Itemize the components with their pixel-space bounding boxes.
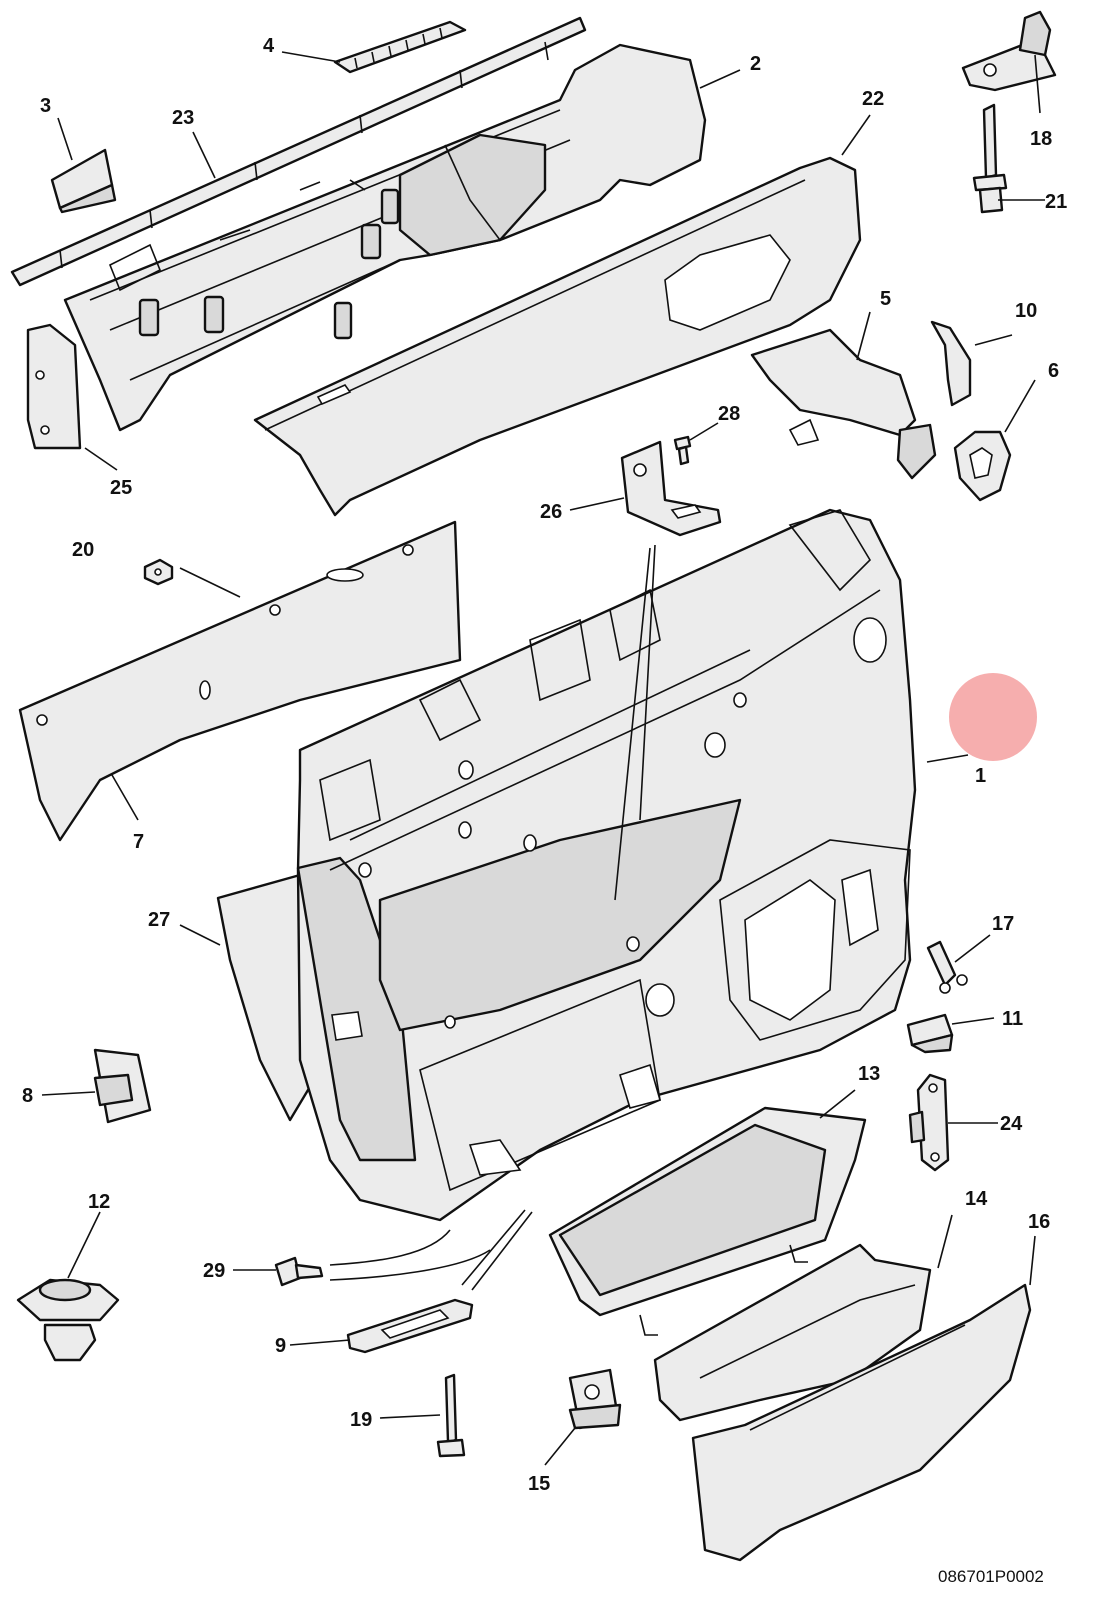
callout-18: 18 <box>1030 128 1052 150</box>
callout-28: 28 <box>718 403 740 425</box>
callout-13: 13 <box>858 1063 880 1085</box>
part-7-inner-panel-insulation <box>18 520 462 842</box>
highlight-marker <box>949 673 1037 761</box>
part-8-bracket-clip <box>93 1048 152 1124</box>
part-16-pocket-cover <box>691 1283 1032 1562</box>
part-1-door-trim-panel <box>296 508 917 1222</box>
callout-4: 4 <box>263 35 275 57</box>
part-11-clip <box>906 1013 954 1054</box>
part-2-upper-trim-panel <box>63 43 707 432</box>
callout-7: 7 <box>133 831 144 853</box>
part-3-clip <box>50 148 117 214</box>
part-20-nut <box>143 558 174 586</box>
callout-29: 29 <box>203 1260 225 1282</box>
callout-10: 10 <box>1015 300 1037 322</box>
callout-9: 9 <box>275 1335 286 1357</box>
callout-3: 3 <box>40 95 51 117</box>
callout-23: 23 <box>172 107 194 129</box>
callout-14: 14 <box>965 1188 988 1210</box>
part-21-rivet <box>972 103 1008 214</box>
callout-5: 5 <box>880 288 891 310</box>
part-29-screw <box>274 1256 324 1287</box>
callout-8: 8 <box>22 1085 33 1107</box>
part-18-bracket-pin <box>961 10 1057 92</box>
part-17-spring-clip <box>926 940 968 994</box>
callout-15: 15 <box>528 1473 550 1495</box>
part-14-pocket-trim <box>653 1243 932 1422</box>
part-19-rivet <box>436 1373 466 1458</box>
part-12-fastener-button <box>16 1278 120 1362</box>
part-24-mounting-plate <box>908 1073 950 1172</box>
callout-1: 1 <box>975 765 986 787</box>
part-9-plate <box>346 1298 474 1354</box>
part-15-clip <box>568 1368 622 1430</box>
callout-12: 12 <box>88 1191 110 1213</box>
callout-27: 27 <box>148 909 170 931</box>
callout-19: 19 <box>350 1409 372 1431</box>
part-5-air-duct <box>750 328 937 480</box>
callout-24: 24 <box>1000 1113 1023 1135</box>
leader-lines <box>41 51 1045 1466</box>
callout-22: 22 <box>862 88 884 110</box>
callout-11: 11 <box>1002 1008 1023 1030</box>
callout-6: 6 <box>1048 360 1059 382</box>
part-25-end-cap <box>26 323 82 450</box>
callout-25: 25 <box>110 477 132 499</box>
callout-20: 20 <box>72 539 94 561</box>
callout-21: 21 <box>1045 191 1067 213</box>
callout-16: 16 <box>1028 1211 1050 1233</box>
part-4-vent-grille <box>333 20 467 74</box>
part-22-armrest-trim <box>253 156 862 517</box>
part-28-screw <box>673 435 692 466</box>
callout-labels: 1 2 3 4 5 6 7 8 9 10 11 12 13 14 15 16 1… <box>22 35 1067 1495</box>
callout-2: 2 <box>750 53 761 75</box>
part-6-grommet <box>953 430 1012 502</box>
callout-17: 17 <box>992 913 1014 935</box>
part-23-sealing-strip <box>10 16 587 287</box>
callout-26: 26 <box>540 501 562 523</box>
part-10-cover <box>930 320 972 407</box>
diagram-reference-code: 086701P0002 <box>938 1567 1044 1586</box>
part-26-bracket <box>620 440 722 537</box>
part-13-storage-bin <box>548 1106 867 1336</box>
